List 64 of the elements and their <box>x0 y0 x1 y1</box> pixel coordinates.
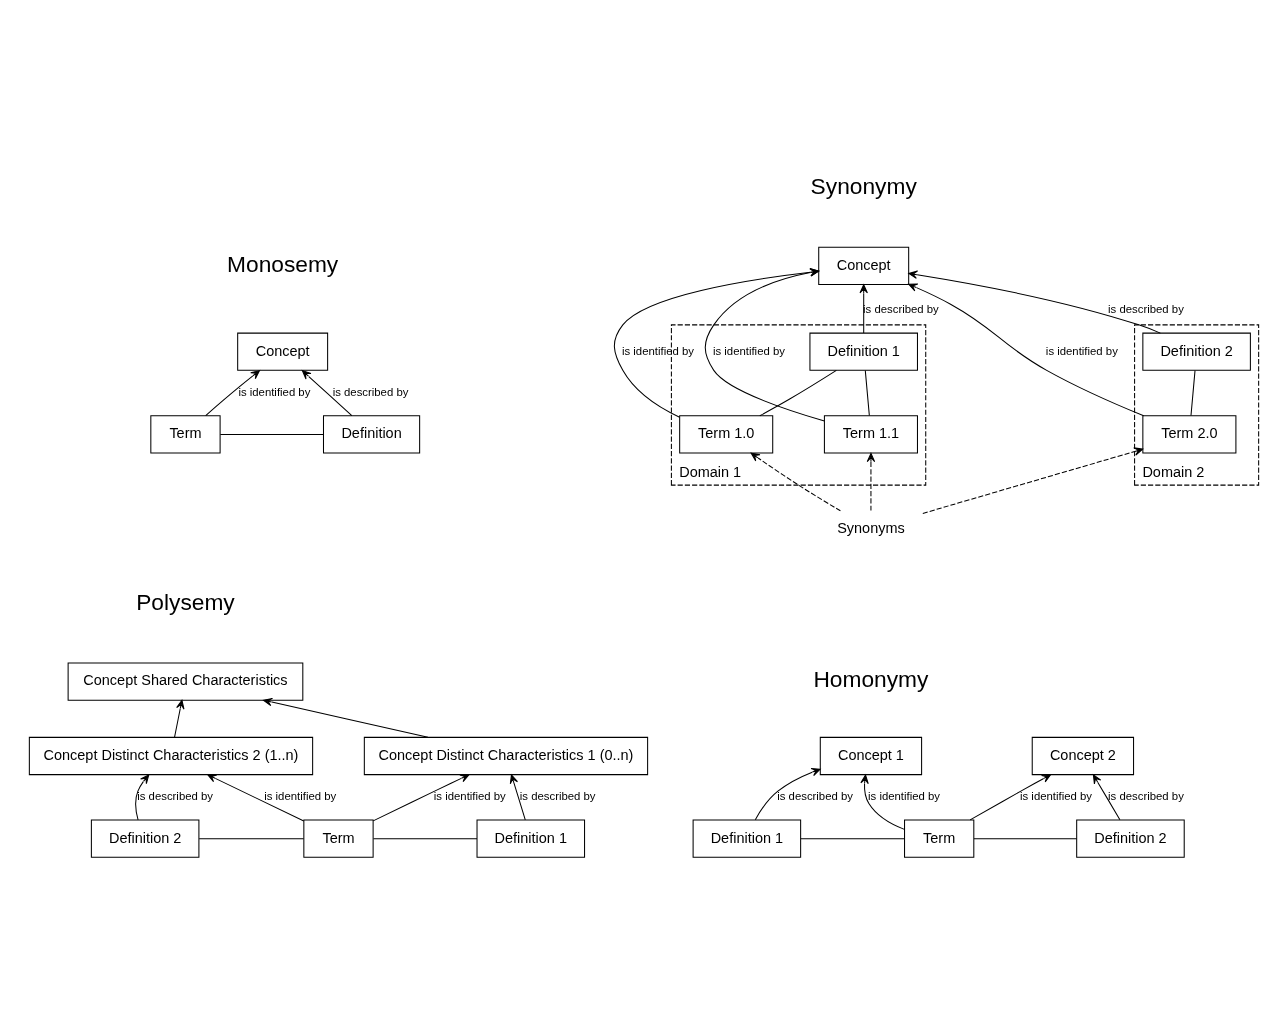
edge-label: is identified by <box>868 789 941 802</box>
edge-label: is described by <box>1108 789 1184 802</box>
edge-label: is identified by <box>238 385 311 398</box>
node-box: Concept Distinct Characteristics 1 (0..n) <box>363 736 649 775</box>
connector <box>800 837 905 839</box>
edge-label: is described by <box>1108 302 1184 315</box>
node-box: Concept Shared Characteristics <box>67 661 304 701</box>
node-box: Term 1.1 <box>823 414 918 454</box>
arrow <box>922 446 1144 514</box>
arrow <box>969 773 1052 820</box>
arrow <box>205 369 260 416</box>
arrow <box>860 774 905 830</box>
edge-label: is identified by <box>712 344 785 357</box>
connector <box>864 369 870 416</box>
edge-label: is identified by <box>264 789 337 802</box>
arrow <box>174 699 185 738</box>
connector <box>759 369 837 416</box>
arrow <box>301 369 353 416</box>
connector <box>973 837 1078 839</box>
node-text: Synonyms <box>837 519 905 536</box>
connector <box>372 837 478 839</box>
edge-label: is described by <box>137 789 214 802</box>
node-box: Term 1.0 <box>679 414 774 454</box>
node-box: Term <box>150 414 221 454</box>
arrow <box>509 773 526 820</box>
arrow <box>908 270 1161 334</box>
connector <box>198 837 305 839</box>
label: Synonymy <box>810 172 917 199</box>
node-box: Definition 1 <box>476 819 586 858</box>
node-box: Definition 2 <box>1142 332 1251 371</box>
node-box: Concept <box>237 332 329 371</box>
node-box: Concept 1 <box>819 736 923 775</box>
arrow <box>866 452 876 511</box>
node-box: Term 2.0 <box>1142 414 1237 454</box>
edge-label: is described by <box>332 385 409 398</box>
edge-label: is identified by <box>1045 344 1118 357</box>
node-box: Definition <box>322 414 421 454</box>
arrow <box>207 773 305 821</box>
label: Homonymy <box>813 665 929 692</box>
edge-label: is identified by <box>621 344 694 357</box>
arrow <box>1092 773 1121 820</box>
node-box: Concept 2 <box>1031 736 1135 775</box>
node-box: Definition 2 <box>1076 819 1185 858</box>
arrow <box>754 767 821 820</box>
connector <box>219 433 324 435</box>
node-box: Concept <box>818 246 910 285</box>
node-box: Definition 1 <box>692 819 802 858</box>
arrow <box>908 283 1145 416</box>
node-box: Term <box>904 819 975 858</box>
connector <box>1190 369 1196 416</box>
node-box: Concept Distinct Characteristics 2 (1..n) <box>28 736 314 775</box>
label: Polysemy <box>136 588 235 615</box>
arrow <box>750 452 841 511</box>
edge-label: is described by <box>519 789 596 802</box>
label: Monosemy <box>227 250 339 277</box>
arrow <box>372 773 470 821</box>
arrow <box>263 697 429 738</box>
node-box: Definition 2 <box>90 819 200 858</box>
edge-label: is identified by <box>1020 789 1092 802</box>
node-box: Term <box>303 819 374 858</box>
arrow <box>135 773 150 820</box>
edge-label: is identified by <box>433 789 506 802</box>
node-box: Definition 1 <box>809 332 918 371</box>
edge-label: is described by <box>777 789 853 802</box>
